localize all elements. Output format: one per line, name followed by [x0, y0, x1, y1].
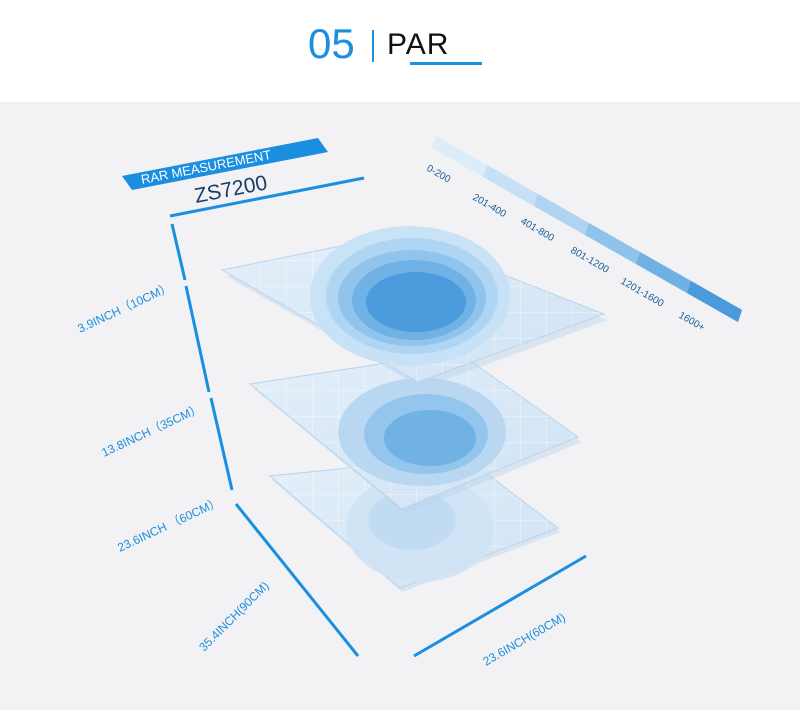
legend-label-3: 801-1200 [569, 245, 611, 276]
badge-underline [169, 176, 365, 218]
badge-banner [122, 138, 328, 190]
heat-core-bottom [368, 490, 456, 550]
heat-zone-middle-core [384, 410, 476, 466]
depth-line [234, 503, 360, 657]
legend: 0-200 201-400 401-800 801-1200 1201-1600… [425, 136, 742, 334]
width-label: 23.6INCH(60CM) [481, 610, 568, 668]
title-divider [372, 30, 374, 62]
legend-label-0: 0-200 [425, 163, 453, 186]
badge-model: ZS7200 [193, 171, 270, 208]
legend-label-2: 401-800 [519, 216, 557, 244]
legend-label-1: 201-400 [471, 192, 509, 220]
depth-label: 35.4INCH(90CM) [196, 579, 271, 654]
height-label-2: 13.8INCH（35CM） [99, 401, 203, 460]
height-line-2 [184, 285, 211, 393]
measurement-badge: RAR MEASUREMENT ZS7200 [122, 138, 365, 218]
legend-bar-5 [687, 281, 742, 322]
plane-bottom [268, 455, 560, 592]
legend-label-4: 1201-1600 [619, 276, 666, 310]
plane-middle [248, 351, 582, 514]
section-number: 05 [308, 20, 355, 67]
height-dimensions [170, 223, 587, 658]
section-title: PAR [387, 28, 450, 61]
width-line [413, 554, 587, 658]
heat-zone-top-core [366, 272, 466, 332]
legend-label-5: 1600+ [677, 310, 707, 334]
height-line-1 [170, 223, 187, 281]
title-underline [410, 62, 482, 65]
plane-top [220, 226, 608, 388]
height-label-3: 23.6INCH （60CM） [115, 495, 222, 555]
page-header: 05 PAR [0, 0, 800, 102]
height-label-1: 3.9INCH（10CM） [75, 280, 173, 336]
height-line-3 [209, 397, 234, 491]
